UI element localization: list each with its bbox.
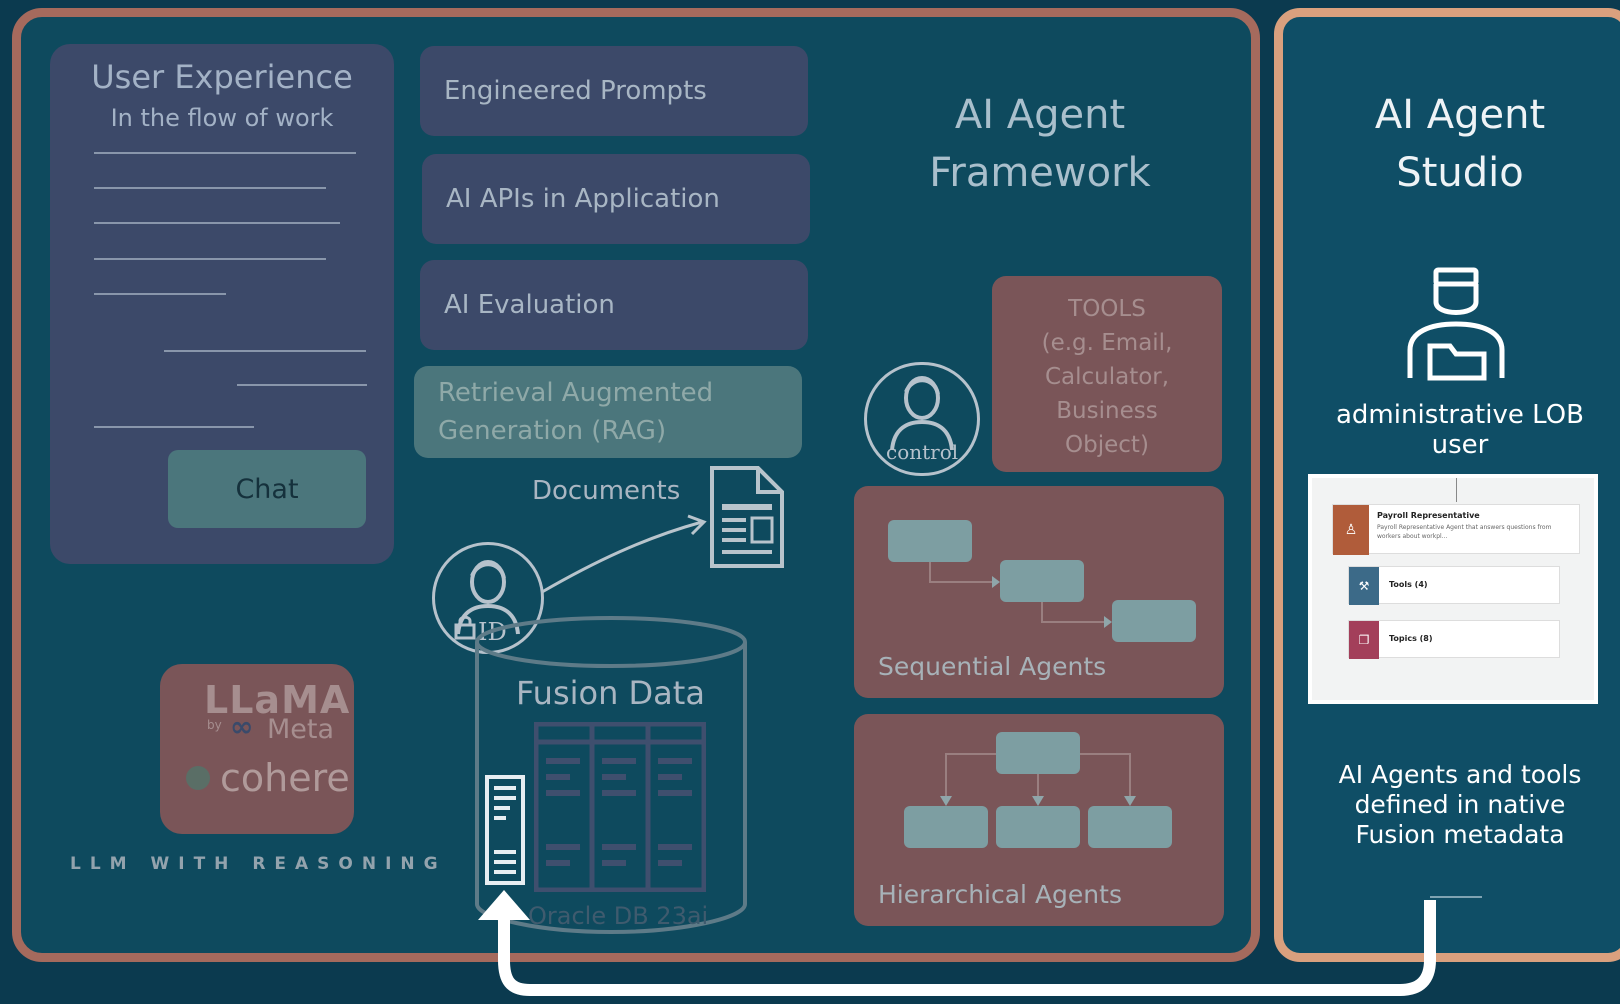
sequential-agents-label: Sequential Agents: [878, 652, 1107, 681]
screenshot-row1-desc: Payroll Representative Agent that answer…: [1377, 524, 1552, 540]
text-placeholder-line: [164, 350, 366, 352]
sequential-step-box: [888, 520, 972, 562]
admin-user-line1: administrative LOB: [1336, 400, 1584, 430]
studio-title-line2: Studio: [1396, 150, 1524, 196]
ai-apis-card: AI APIs in Application: [422, 154, 810, 244]
rag-card: Retrieval Augmented Generation (RAG): [414, 366, 802, 458]
text-placeholder-line: [94, 293, 226, 295]
hierarchical-agents-label: Hierarchical Agents: [878, 880, 1122, 909]
user-experience-title: User Experience: [91, 58, 353, 96]
hierarchy-root-box: [996, 732, 1080, 774]
llama-logo: LLaMA: [204, 678, 351, 722]
rag-label-line1: Retrieval Augmented: [438, 378, 714, 408]
fusion-data-title: Fusion Data: [516, 674, 705, 712]
engineered-prompts-label: Engineered Prompts: [444, 76, 707, 106]
studio-desc-line2: defined in native: [1354, 790, 1566, 819]
studio-title-line1: AI Agent: [1374, 92, 1546, 138]
llm-caption: LLM WITH REASONING: [70, 854, 447, 874]
admin-user-line2: user: [1431, 430, 1489, 460]
cohere-logo: cohere: [220, 756, 350, 800]
engineered-prompts-card: Engineered Prompts: [420, 46, 808, 136]
operator-icon: [890, 376, 954, 451]
studio-title: AI Agent Studio: [1300, 86, 1620, 202]
admin-user-caption: administrative LOB user: [1300, 400, 1620, 460]
studio-desc-line3: Fusion metadata: [1355, 820, 1565, 849]
framework-title: AI Agent Framework: [890, 86, 1190, 202]
cohere-dot-icon: [186, 766, 210, 790]
tools-thumb-icon: ⚒: [1349, 567, 1379, 605]
text-placeholder-line: [94, 222, 340, 224]
tools-line3: Calculator,: [1044, 364, 1170, 390]
sequential-connectors: [929, 562, 1112, 628]
llama-by-text: by: [207, 718, 222, 732]
studio-description: AI Agents and tools defined in native Fu…: [1300, 760, 1620, 850]
studio-desc-line1: AI Agents and tools: [1338, 760, 1582, 789]
rag-label-line2: Generation (RAG): [438, 416, 667, 446]
tools-line5: Object): [1065, 432, 1149, 458]
screenshot-row-topics: ❐ Topics (8): [1348, 620, 1560, 659]
hierarchy-child-box: [1088, 806, 1172, 848]
text-placeholder-line: [94, 152, 356, 154]
hierarchy-connectors: [940, 753, 1136, 806]
screenshot-row-agent: ♙ Payroll Representative Payroll Represe…: [1332, 504, 1580, 555]
framework-title-line2: Framework: [929, 150, 1151, 196]
lock-icon: [454, 615, 476, 640]
server-icon: [485, 775, 525, 885]
text-placeholder-line: [94, 426, 254, 428]
metadata-flow-arrow: [478, 890, 1436, 996]
documents-label: Documents: [532, 476, 681, 506]
tools-card: TOOLS (e.g. Email, Calculator, Business …: [992, 276, 1222, 472]
text-placeholder-line: [94, 258, 326, 260]
text-placeholder-line: [237, 384, 367, 386]
tools-line4: Business: [1056, 398, 1158, 424]
tools-line2: (e.g. Email,: [1041, 330, 1173, 356]
documents-arrow: [541, 514, 707, 594]
hierarchy-child-box: [996, 806, 1080, 848]
oracle-db-label: Oracle DB 23ai: [528, 902, 709, 930]
framework-title-line1: AI Agent: [954, 92, 1126, 138]
agent-avatar-icon: ♙: [1333, 505, 1369, 555]
hierarchy-child-box: [904, 806, 988, 848]
screenshot-row-tools: ⚒ Tools (4): [1348, 566, 1560, 605]
document-icon: [710, 466, 784, 568]
ai-apis-label: AI APIs in Application: [446, 184, 720, 214]
screenshot-row1-title: Payroll Representative: [1377, 511, 1480, 520]
screenshot-row2-title: Tools (4): [1389, 580, 1428, 589]
screenshot-connector: [1456, 478, 1457, 502]
studio-small-divider: [1430, 896, 1482, 898]
ai-evaluation-label: AI Evaluation: [444, 290, 615, 320]
topics-thumb-icon: ❐: [1349, 621, 1379, 659]
text-placeholder-line: [94, 187, 326, 189]
tools-line1: TOOLS: [1068, 296, 1146, 322]
meta-infinity-icon: ∞: [230, 710, 254, 743]
studio-screenshot: ♙ Payroll Representative Payroll Represe…: [1308, 474, 1598, 704]
screenshot-row3-title: Topics (8): [1389, 634, 1433, 643]
llm-logos-box: [160, 664, 354, 834]
sequential-step-box: [1000, 560, 1084, 602]
meta-logo: Meta: [267, 714, 335, 745]
ai-evaluation-card: AI Evaluation: [420, 260, 808, 350]
sequential-step-box: [1112, 600, 1196, 642]
user-experience-subtitle: In the flow of work: [110, 104, 334, 132]
control-label: control: [886, 440, 959, 464]
database-table-icon: [534, 722, 706, 892]
chat-button[interactable]: Chat: [168, 450, 366, 528]
chat-button-label: Chat: [235, 473, 299, 505]
admin-user-icon: [1407, 267, 1505, 381]
control-user-badge: [864, 362, 980, 476]
